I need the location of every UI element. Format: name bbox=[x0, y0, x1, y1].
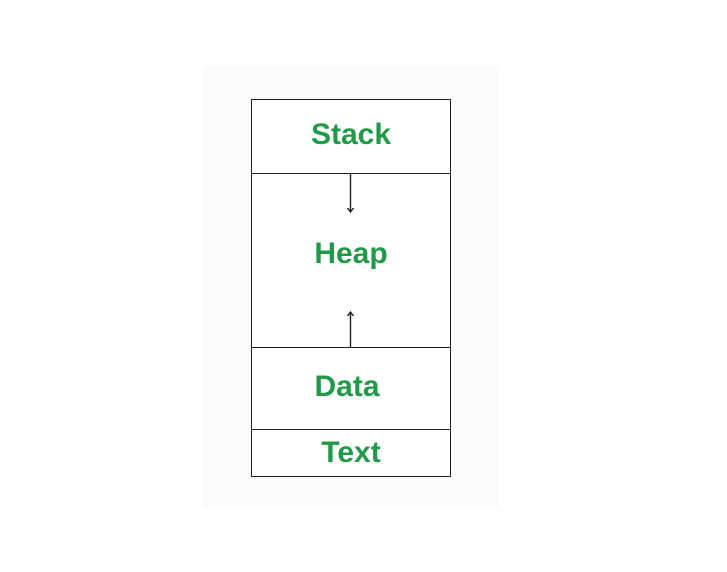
text-label: Text bbox=[321, 436, 381, 469]
memory-layout-diagram: Stack Heap Data Text bbox=[251, 99, 451, 477]
data-label: Data bbox=[314, 370, 380, 403]
stack-segment: Stack bbox=[252, 100, 450, 174]
text-segment: Text bbox=[252, 430, 450, 476]
heap-segment: Heap bbox=[252, 174, 450, 348]
data-segment: Data bbox=[252, 348, 450, 430]
stack-label: Stack bbox=[310, 118, 392, 151]
heap-label: Heap bbox=[314, 237, 388, 270]
